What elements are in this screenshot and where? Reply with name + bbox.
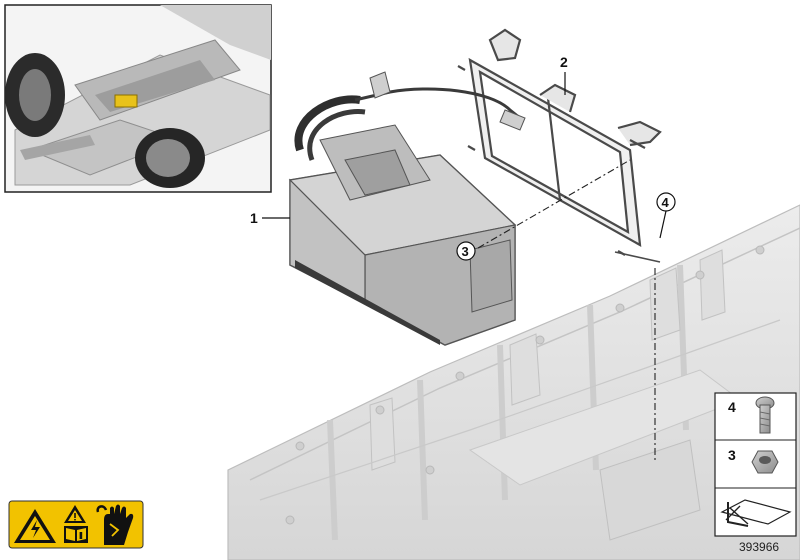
- nut-icon: [751, 450, 779, 474]
- high-voltage-warning-icon: [14, 509, 56, 543]
- battery-tray-housing: [227, 204, 800, 560]
- callout-battery: 1: [250, 210, 290, 226]
- diagram-id: 393966: [739, 540, 779, 554]
- svg-text:3: 3: [462, 244, 469, 259]
- svg-text:4: 4: [662, 195, 670, 210]
- svg-text:3: 3: [728, 447, 736, 463]
- read-manual-icon: [64, 505, 88, 543]
- high-voltage-battery: [288, 71, 526, 346]
- legend-nut: 3: [728, 447, 779, 474]
- bolt-icon: [755, 396, 775, 434]
- svg-text:2: 2: [560, 54, 568, 70]
- vehicle-location-inset: [4, 4, 272, 193]
- svg-text:4: 4: [728, 399, 736, 415]
- svg-text:1: 1: [250, 210, 258, 226]
- wear-gloves-icon: [96, 504, 134, 545]
- legend-orientation-arrow: [720, 499, 792, 527]
- assembly-lines: [477, 159, 656, 460]
- callout-nut: 3: [456, 241, 476, 261]
- callout-bolt: 4: [656, 192, 676, 239]
- battery-bracket: [457, 28, 662, 263]
- legend-bolt: 4: [728, 396, 775, 434]
- arrow-icon: [720, 499, 792, 527]
- callout-bracket: 2: [560, 54, 568, 95]
- warning-panel: [8, 500, 144, 549]
- small-parts-legend: 4 3: [714, 392, 797, 537]
